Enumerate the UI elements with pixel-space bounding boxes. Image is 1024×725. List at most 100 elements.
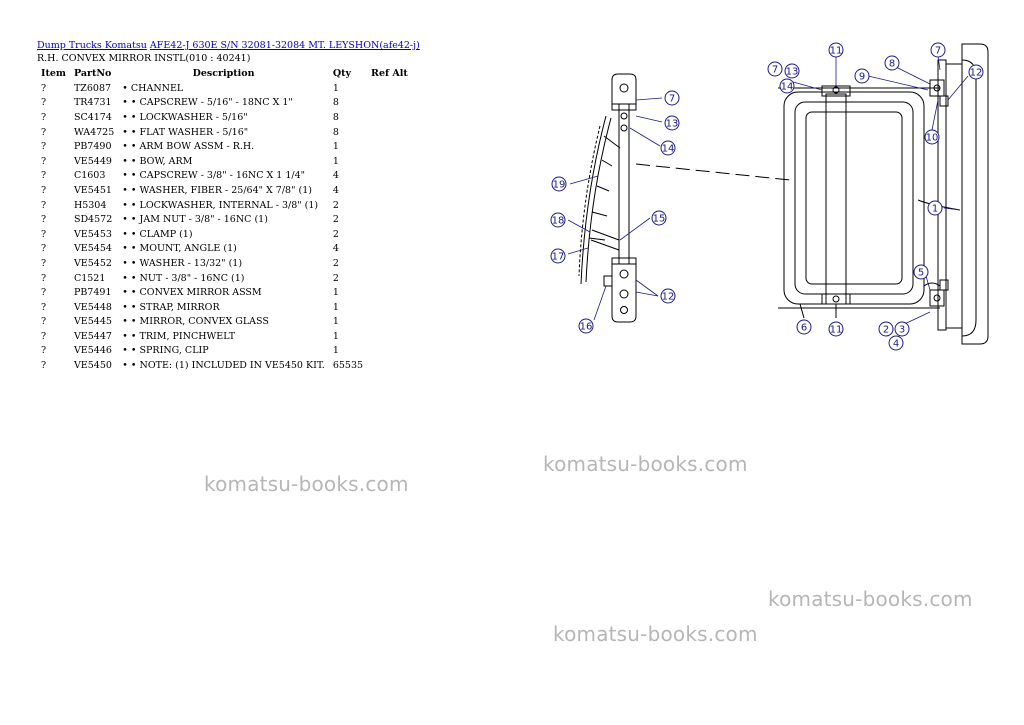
- callout-8: 8: [889, 59, 895, 70]
- cell-partno: SC4174: [73, 111, 112, 123]
- callout-15: 15: [653, 214, 666, 225]
- cell-item: ?: [41, 82, 47, 94]
- callout-3: 3: [899, 325, 905, 336]
- cell-qty: 4: [332, 184, 339, 196]
- callout-11: 11: [830, 46, 843, 57]
- cell-partno: VE5445: [73, 316, 112, 328]
- callout-18: 18: [552, 216, 565, 227]
- callout-6: 6: [801, 323, 807, 334]
- cell-qty: 1: [332, 330, 339, 342]
- cell-item: ?: [41, 228, 47, 240]
- cell-partno: VE5449: [73, 155, 112, 167]
- cell-partno: TR4731: [73, 97, 112, 109]
- cell-description: • • ARM BOW ASSM - R.H.: [122, 141, 255, 153]
- cell-item: ?: [41, 214, 47, 226]
- cell-qty: 4: [332, 170, 339, 182]
- cell-partno: VE5446: [73, 345, 112, 357]
- cell-partno: PB7490: [73, 141, 112, 153]
- callout-10: 10: [926, 133, 939, 144]
- callout-14b: 14: [662, 144, 675, 155]
- cell-item: ?: [41, 170, 47, 182]
- table-row: ? VE5452 • • WASHER - 13/32" (1) 2: [37, 256, 412, 271]
- cell-description: • CHANNEL: [122, 82, 184, 94]
- cell-item: ?: [41, 257, 47, 269]
- cell-description: • • NOTE: (1) INCLUDED IN VE5450 KIT.: [122, 360, 325, 372]
- cell-description: • • STRAP, MIRROR: [122, 301, 220, 313]
- cell-item: ?: [41, 360, 47, 372]
- cell-qty: 8: [332, 126, 339, 138]
- cell-qty: 2: [332, 257, 339, 269]
- table-row: ? VE5448 • • STRAP, MIRROR 1: [37, 300, 412, 315]
- cell-item: ?: [41, 345, 47, 357]
- table-row: ?SC4174• • LOCKWASHER - 5/16"8: [37, 110, 412, 125]
- diagram-callouts: 11 7 13 14 9 8 7 12 10 1 5 6 11 2 3 4 7 …: [550, 42, 984, 351]
- cell-partno: SD4572: [73, 214, 113, 226]
- breadcrumb-link-model[interactable]: AFE42-J 630E S/N 32081-32084 MT. LEYSHON…: [149, 40, 420, 51]
- cell-partno: VE5447: [73, 330, 112, 342]
- cell-description: • • BOW, ARM: [122, 155, 193, 167]
- cell-item: ?: [41, 199, 47, 211]
- cell-qty: 2: [332, 214, 339, 226]
- table-row: ? C1603 • • CAPSCREW - 3/8" - 16NC X 1 1/4…: [37, 169, 412, 184]
- cell-description: • • CLAMP (1): [122, 228, 193, 240]
- header-partno: PartNo: [73, 68, 112, 79]
- watermark: komatsu-books.com: [768, 587, 973, 611]
- table-row: ?C1521• • NUT - 3/8" - 16NC (1)2: [37, 271, 412, 286]
- callout-2: 2: [883, 325, 889, 336]
- breadcrumb: Dump Trucks Komatsu AFE42-J 630E S/N 320…: [37, 40, 420, 51]
- cell-description: • • TRIM, PINCHWELT: [122, 330, 236, 342]
- cell-partno: VE5453: [73, 228, 112, 240]
- page-title: R.H. CONVEX MIRROR INSTL(010 : 40241): [37, 53, 251, 64]
- callout-1: 1: [932, 204, 938, 215]
- cell-item: ?: [41, 111, 47, 123]
- cell-description: • • JAM NUT - 3/8" - 16NC (1): [122, 214, 268, 226]
- table-row: ? SD4572 • • JAM NUT - 3/8" - 16NC (1) 2: [37, 212, 412, 227]
- cell-item: ?: [41, 272, 47, 284]
- cell-partno: C1603: [73, 170, 106, 182]
- cell-item: ?: [41, 301, 47, 313]
- table-row: ?H5304• • LOCKWASHER, INTERNAL - 3/8" (1…: [37, 198, 412, 213]
- table-row: ?PB7490• • ARM BOW ASSM - R.H.1: [37, 139, 412, 154]
- cell-qty: 8: [332, 111, 339, 123]
- callout-7b: 7: [935, 46, 941, 57]
- cell-partno: VE5450: [73, 360, 112, 372]
- cell-partno: H5304: [73, 199, 107, 211]
- callout-11b: 11: [830, 325, 843, 336]
- cell-qty: 4: [332, 243, 339, 255]
- cell-item: ?: [41, 126, 47, 138]
- cell-item: ?: [41, 330, 47, 342]
- cell-item: ?: [41, 316, 47, 328]
- cell-description: • • WASHER - 13/32" (1): [122, 257, 243, 269]
- breadcrumb-link-dump-trucks[interactable]: Dump Trucks Komatsu: [37, 40, 147, 51]
- cell-description: • • CAPSCREW - 3/8" - 16NC X 1 1/4": [122, 170, 306, 182]
- cell-description: • • SPRING, CLIP: [122, 345, 209, 357]
- table-row: ? VE5446 • • SPRING, CLIP 1: [37, 344, 412, 359]
- callout-9: 9: [859, 72, 865, 83]
- callout-14: 14: [781, 82, 794, 93]
- cell-qty: 1: [332, 345, 339, 357]
- cell-partno: VE5454: [73, 243, 112, 255]
- parts-table-header: Item PartNo Description Qty Ref Alt: [37, 66, 412, 81]
- cell-partno: VE5451: [73, 184, 112, 196]
- table-row: ?VE5451• • WASHER, FIBER - 25/64" X 7/8"…: [37, 183, 412, 198]
- cell-partno: PB7491: [73, 287, 112, 299]
- callout-5: 5: [918, 268, 924, 279]
- cell-partno: VE5448: [73, 301, 112, 313]
- cell-qty: 65535: [332, 360, 364, 372]
- header-ref-alt: Ref Alt: [371, 68, 408, 79]
- cell-qty: 1: [332, 287, 339, 299]
- table-row: ? VE5447 • • TRIM, PINCHWELT 1: [37, 329, 412, 344]
- cell-partno: VE5452: [73, 257, 112, 269]
- cell-description: • • NUT - 3/8" - 16NC (1): [122, 272, 245, 284]
- cell-description: • • WASHER, FIBER - 25/64" X 7/8" (1): [122, 184, 312, 196]
- cell-partno: WA4725: [73, 126, 115, 138]
- cell-partno: TZ6087: [73, 82, 112, 94]
- header-qty: Qty: [332, 68, 351, 79]
- cell-qty: 1: [332, 301, 339, 313]
- cell-item: ?: [41, 155, 47, 167]
- cell-description: • • FLAT WASHER - 5/16": [122, 126, 249, 138]
- cell-qty: 8: [332, 97, 339, 109]
- callout-13b: 13: [666, 119, 679, 130]
